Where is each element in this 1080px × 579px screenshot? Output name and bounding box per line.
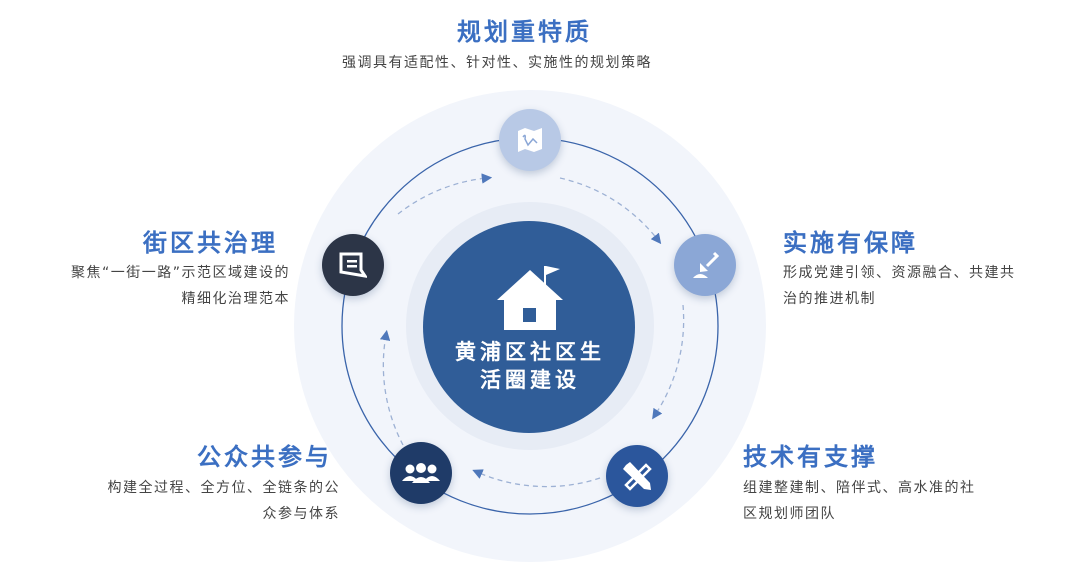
arrow-left-top: [397, 173, 493, 215]
desc-line: 区规划师团队: [743, 506, 836, 522]
title-implementation: 实施有保障: [783, 229, 918, 257]
desc-governance: 聚焦“一街一路”示范区域建设的精细化治理范本: [6, 260, 290, 312]
desc-line: 众参与体系: [262, 506, 340, 522]
desc-planning: 强调具有适配性、针对性、实施性的规划策略: [342, 55, 652, 71]
desc-participation: 构建全过程、全方位、全链条的公众参与体系: [58, 475, 340, 527]
node-governance[interactable]: [322, 234, 384, 296]
node-implementation[interactable]: [674, 234, 736, 296]
desc-implementation: 形成党建引领、资源融合、共建共治的推进机制: [783, 260, 1016, 312]
desc-line: 形成党建引领、资源融合、共建共: [783, 265, 1016, 281]
node-participation[interactable]: [390, 442, 452, 504]
house-flag-icon: [497, 266, 563, 330]
desc-line: 构建全过程、全方位、全链条的公: [107, 480, 340, 496]
ruler-pencil-icon: [623, 462, 652, 491]
arrow-right-bottom: [652, 304, 685, 420]
title-planning: 规划重特质: [457, 18, 592, 46]
title-governance: 街区共治理: [143, 229, 278, 257]
arrow-left-up: [379, 329, 404, 446]
desc-line: 精细化治理范本: [181, 291, 290, 307]
arrow-top-right: [559, 177, 662, 245]
shovel-icon: [693, 251, 720, 278]
desc-line: 组建整建制、陪伴式、高水准的社: [743, 480, 976, 496]
title-technology: 技术有支撑: [743, 443, 878, 471]
node-technology[interactable]: [606, 445, 668, 507]
center-title: 黄浦区社区生 活圈建设: [430, 338, 630, 394]
map-icon: [518, 128, 542, 152]
center-line-2: 活圈建设: [480, 368, 580, 392]
arrow-bottom-left: [472, 469, 601, 488]
desc-line: 治的推进机制: [783, 291, 876, 307]
node-planning[interactable]: [499, 109, 561, 171]
desc-line: 聚焦“一街一路”示范区域建设的: [70, 265, 290, 281]
center-line-1: 黄浦区社区生: [455, 340, 605, 364]
title-participation: 公众共参与: [197, 443, 332, 471]
desc-technology: 组建整建制、陪伴式、高水准的社区规划师团队: [743, 475, 976, 527]
chat-icon: [339, 252, 367, 278]
people-icon: [402, 463, 440, 483]
